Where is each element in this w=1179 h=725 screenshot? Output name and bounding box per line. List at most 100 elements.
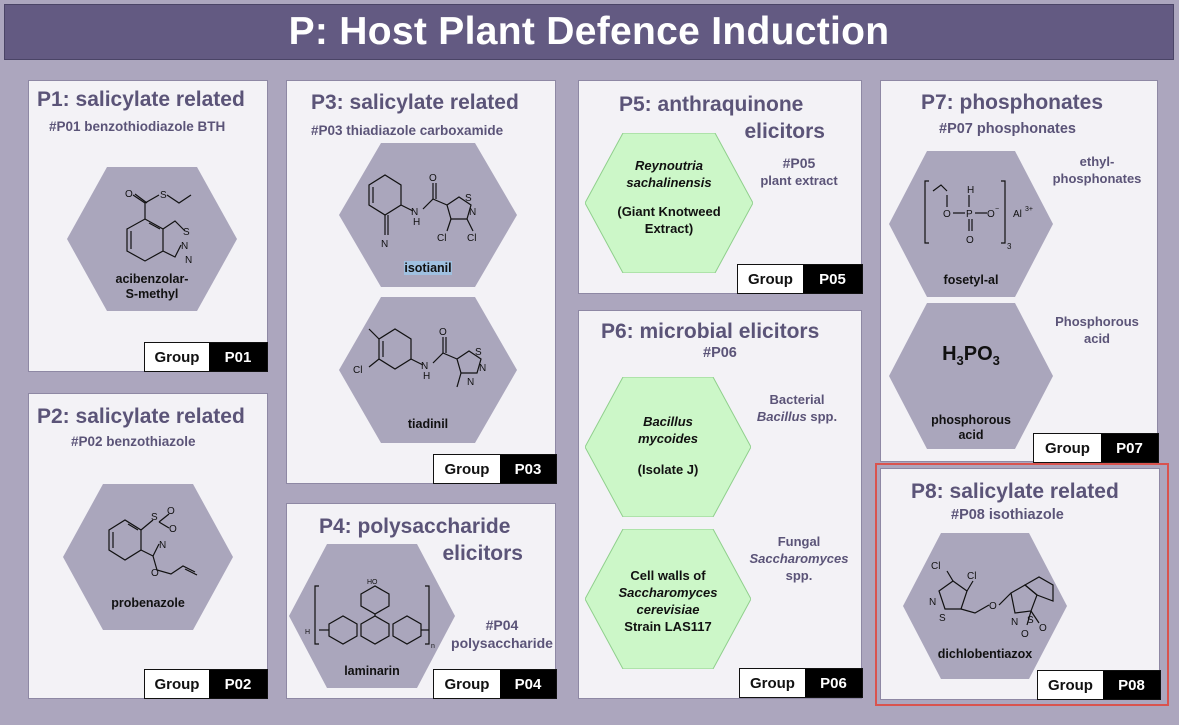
svg-text:H: H <box>305 629 310 636</box>
side-label-ethyl: ethyl-phosphonates <box>1052 154 1142 186</box>
svg-text:S: S <box>475 347 482 358</box>
panel-subtitle: #P07 phosphonates <box>939 121 1076 137</box>
group-code: P08 <box>1102 671 1160 699</box>
svg-text:3: 3 <box>1007 242 1012 251</box>
laminarin-structure: H HO n <box>305 579 435 650</box>
svg-text:−: − <box>995 206 999 213</box>
svg-text:H: H <box>413 217 420 228</box>
slide-title: P: Host Plant Defence Induction <box>288 10 890 53</box>
svg-text:O: O <box>966 235 974 246</box>
svg-text:Cl: Cl <box>353 365 362 376</box>
compound-name: acibenzolar-S-methyl <box>115 272 189 301</box>
panel-subtitle: #P02 benzothiazole <box>71 434 196 449</box>
panel-title: P7: phosphonates <box>921 91 1104 114</box>
svg-text:N: N <box>479 363 486 374</box>
agent-name: Bacillus mycoides (Isolate J) <box>637 414 699 477</box>
compound-name: laminarin <box>344 664 400 678</box>
panel-p6: P6: microbial elicitors #P06 Bacillus my… <box>578 310 863 699</box>
svg-text:O: O <box>987 209 995 220</box>
svg-text:O: O <box>439 327 447 338</box>
svg-text:O: O <box>429 173 437 184</box>
group-code: P04 <box>499 670 556 698</box>
svg-text:N: N <box>1011 617 1018 628</box>
panel-subtitle: #P06 <box>703 345 737 361</box>
svg-text:Cl: Cl <box>967 571 976 582</box>
compound-name: fosetyl-al <box>943 273 999 287</box>
panel-title: P1: salicylate related <box>37 88 245 111</box>
svg-text:O: O <box>151 568 159 579</box>
svg-text:O: O <box>1039 623 1047 634</box>
phosphorous-acid-formula: H3PO3 <box>942 343 1000 368</box>
svg-text:N: N <box>181 241 188 252</box>
banner: P: Host Plant Defence Induction <box>4 4 1174 60</box>
svg-text:S: S <box>151 512 158 523</box>
group-code: P01 <box>208 343 267 371</box>
svg-text:N: N <box>381 239 388 250</box>
compound-name: dichlobentiazox <box>937 647 1033 661</box>
compound-hexagon: H HO n laminarin <box>289 544 455 688</box>
svg-text:S: S <box>160 190 167 201</box>
agent-name: Cell walls of Saccharomyces cerevisiae S… <box>618 568 718 634</box>
panel-title: P8: salicylate related <box>911 480 1119 503</box>
svg-text:S: S <box>465 193 472 204</box>
svg-text:N: N <box>469 207 476 218</box>
svg-text:N: N <box>929 597 936 608</box>
panel-title: P6: microbial elicitors <box>601 320 820 343</box>
selection-highlight <box>875 463 1169 706</box>
group-code: P02 <box>208 670 267 698</box>
group-code: P03 <box>499 455 556 483</box>
panel-p8: P8: salicylate related #P08 isothiazole … <box>880 468 1161 700</box>
svg-text:S: S <box>939 613 946 624</box>
svg-text:O: O <box>169 524 177 535</box>
svg-text:Cl: Cl <box>437 233 446 244</box>
svg-text:N: N <box>185 255 192 266</box>
svg-text:S: S <box>1027 615 1034 626</box>
svg-text:N: N <box>159 540 166 551</box>
panel-title: P2: salicylate related <box>37 405 245 428</box>
panel-p1: P1: salicylate related #P01 benzothiodia… <box>28 80 268 372</box>
svg-text:S: S <box>183 227 190 238</box>
panel-title: P3: salicylate related <box>311 91 519 114</box>
svg-text:H: H <box>967 185 974 196</box>
svg-text:N: N <box>411 207 418 218</box>
svg-text:O: O <box>989 601 997 612</box>
panel-subtitle: #P03 thiadiazole carboxamide <box>311 123 504 138</box>
svg-text:n: n <box>431 643 435 650</box>
group-code: P06 <box>804 669 862 697</box>
panel-subtitle: #P08 isothiazole <box>951 507 1064 523</box>
svg-text:HO: HO <box>367 579 378 586</box>
side-label-bacterial: Bacterial Bacillus spp. <box>756 392 838 424</box>
svg-text:Cl: Cl <box>931 561 940 572</box>
extract-name: Reynoutria sachalinensis (Giant Knotweed… <box>617 158 721 236</box>
probenazole-structure: SOO NO <box>108 506 198 579</box>
side-label-fungal: Fungal Saccharomyces spp. <box>749 534 849 583</box>
compound-name: isotianil <box>404 261 452 275</box>
svg-text:N: N <box>421 361 428 372</box>
svg-text:O: O <box>125 189 133 200</box>
